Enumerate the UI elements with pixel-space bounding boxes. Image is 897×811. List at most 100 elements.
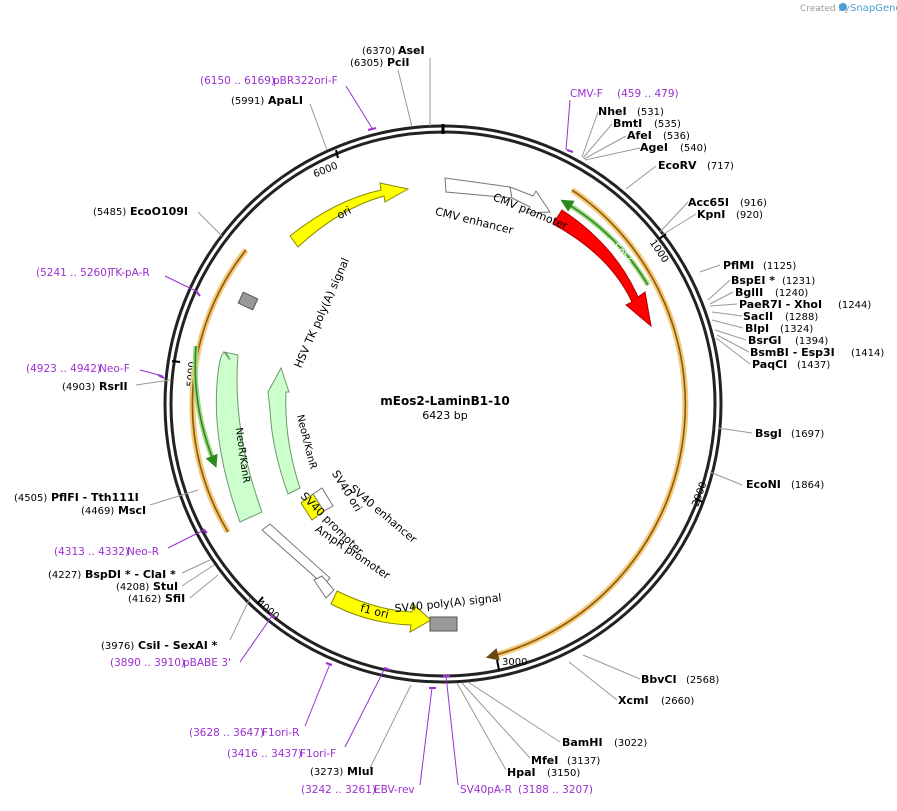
primer-neo-r[interactable]: (4313 .. 4332)Neo-R <box>54 546 159 558</box>
orf-arc-left-line <box>191 249 247 533</box>
svg-text:XcmI: XcmI <box>618 694 649 707</box>
label-sv40-enhancer: SV40 enhancer <box>347 482 420 546</box>
svg-text:BspEI *: BspEI * <box>731 274 775 287</box>
site-pciI[interactable]: (6305)PciI <box>350 56 409 69</box>
svg-text:(459 .. 479): (459 .. 479) <box>617 88 679 100</box>
svg-text:(1231): (1231) <box>782 276 815 287</box>
svg-text:F1ori-F: F1ori-F <box>300 748 336 760</box>
site-mfeI[interactable]: MfeI(3137) <box>531 754 600 767</box>
svg-text:StuI: StuI <box>153 580 178 593</box>
site-kpnI[interactable]: KpnI (920) <box>697 208 763 221</box>
svg-text:(6150 .. 6169): (6150 .. 6169) <box>200 75 275 87</box>
svg-text:EBV-rev: EBV-rev <box>374 784 415 796</box>
plasmid-length: 6423 bp <box>422 409 467 422</box>
primer-tk-pa-r[interactable]: (5241 .. 5260)TK-pA-R <box>36 267 150 279</box>
svg-text:(3022): (3022) <box>614 738 647 749</box>
svg-text:(3242 .. 3261): (3242 .. 3261) <box>301 784 376 796</box>
primer-neo-f[interactable]: (4923 .. 4942)Neo-F <box>26 363 130 375</box>
primer-pbr322ori-f[interactable]: (6150 .. 6169)pBR322ori-F <box>200 75 338 87</box>
credit-brand: SnapGene <box>850 3 897 14</box>
svg-text:PaeR7I - XhoI: PaeR7I - XhoI <box>739 298 822 311</box>
site-ecoNI[interactable]: EcoNI(1864) <box>746 478 824 491</box>
svg-text:(3890 .. 3910): (3890 .. 3910) <box>110 657 185 669</box>
svg-text:(1394): (1394) <box>795 336 828 347</box>
site-mluI[interactable]: (3273)MluI <box>310 765 374 778</box>
site-mscI[interactable]: (4469)MscI <box>81 504 146 517</box>
svg-text:KpnI: KpnI <box>697 208 725 221</box>
primer-cmv-f[interactable]: CMV-F (459 .. 479) <box>570 88 679 100</box>
svg-text:(1437): (1437) <box>797 360 830 371</box>
svg-text:TK-pA-R: TK-pA-R <box>108 267 150 279</box>
site-nheI[interactable]: NheI(531) <box>598 105 664 118</box>
primer-sv40pa-r[interactable]: SV40pA-R(3188 .. 3207) <box>460 784 593 796</box>
svg-text:pBR322ori-F: pBR322ori-F <box>273 75 338 87</box>
site-xcmI[interactable]: XcmI (2660) <box>618 694 694 707</box>
feature-sv40-promoter <box>261 523 331 586</box>
svg-text:(1324): (1324) <box>780 324 813 335</box>
label-cmv-enhancer: CMV enhancer <box>434 205 515 237</box>
svg-text:CMV-F: CMV-F <box>570 88 603 100</box>
svg-text:Acc65I: Acc65I <box>688 196 729 209</box>
site-leaders <box>135 58 753 771</box>
site-sfiI[interactable]: (4162)SfiI <box>128 592 185 605</box>
plasmid-name: mEos2-LaminB1-10 <box>380 394 510 408</box>
label-sv40-polya: SV40 poly(A) signal <box>394 591 502 615</box>
site-bspEI[interactable]: BspEI * (1231) <box>731 274 815 287</box>
svg-text:PflMI: PflMI <box>723 259 754 272</box>
site-ecoRV[interactable]: EcoRV(717) <box>658 159 734 172</box>
orf-inner-left-line <box>194 345 218 468</box>
site-blpI[interactable]: BlpI(1324) <box>745 322 813 335</box>
site-sacII[interactable]: SacII(1288) <box>743 310 818 323</box>
svg-text:(920): (920) <box>736 210 763 221</box>
site-ageI[interactable]: AgeI(540) <box>640 141 707 154</box>
site-csiI-sexAI[interactable]: (3976)CsiI - SexAI * <box>101 639 218 652</box>
svg-text:MluI: MluI <box>347 765 374 778</box>
site-bglII[interactable]: BglII(1240) <box>735 286 808 299</box>
site-bbvCI[interactable]: BbvCI(2568) <box>641 673 719 686</box>
feature-hsv-tk-polya <box>237 291 259 311</box>
svg-text:BmtI: BmtI <box>613 117 642 130</box>
site-stuI[interactable]: (4208)StuI <box>116 580 178 593</box>
site-acc65I[interactable]: Acc65I(916) <box>688 196 767 209</box>
svg-text:BsrGI: BsrGI <box>748 334 781 347</box>
site-hpaI[interactable]: HpaI(3150) <box>507 766 580 779</box>
site-bsmBI-esp3I[interactable]: BsmBI - Esp3I(1414) <box>750 346 884 359</box>
svg-text:(1244): (1244) <box>838 300 871 311</box>
svg-text:BbvCI: BbvCI <box>641 673 677 686</box>
primer-f1ori-r[interactable]: (3628 .. 3647)F1ori-R <box>189 727 299 739</box>
svg-text:SacII: SacII <box>743 310 773 323</box>
site-aseI[interactable]: (6370)AseI <box>362 44 425 57</box>
site-apaLI[interactable]: (5991)ApaLI <box>231 94 303 107</box>
site-ecoO109I[interactable]: (5485)EcoO109I <box>93 205 188 218</box>
site-paqCI[interactable]: PaqCI(1437) <box>752 358 830 371</box>
site-bspDI-claI[interactable]: (4227)BspDI * - ClaI * <box>48 568 176 581</box>
svg-text:(6305): (6305) <box>350 58 383 69</box>
svg-text:NheI: NheI <box>598 105 627 118</box>
svg-text:AgeI: AgeI <box>640 141 668 154</box>
primer-ebv-rev[interactable]: (3242 .. 3261)EBV-rev <box>301 784 415 796</box>
primer-f1ori-f[interactable]: (3416 .. 3437)F1ori-F <box>227 748 336 760</box>
primer-leaders <box>139 85 571 786</box>
svg-text:(1414): (1414) <box>851 348 884 359</box>
site-rsrII[interactable]: (4903)RsrII <box>62 380 128 393</box>
orf-arc-right <box>491 187 689 659</box>
site-bsgI[interactable]: BsgI(1697) <box>755 427 824 440</box>
site-bsrGI[interactable]: BsrGI (1394) <box>748 334 828 347</box>
svg-text:(1864): (1864) <box>791 480 824 491</box>
site-afeI[interactable]: AfeI(536) <box>627 129 690 142</box>
svg-text:AfeI: AfeI <box>627 129 652 142</box>
svg-text:(4313 .. 4332): (4313 .. 4332) <box>54 546 129 558</box>
site-bamHI[interactable]: BamHI(3022) <box>562 736 647 749</box>
site-pflMI[interactable]: PflMI(1125) <box>723 259 796 272</box>
site-bmtI[interactable]: BmtI(535) <box>613 117 681 130</box>
tick-3000: 3000 <box>496 657 527 671</box>
svg-text:BspDI * - ClaI *: BspDI * - ClaI * <box>85 568 176 581</box>
label-hsv-tk-polya: HSV TK poly(A) signal <box>292 256 352 370</box>
svg-text:(5485): (5485) <box>93 207 126 218</box>
site-paeR7I-xhoI[interactable]: PaeR7I - XhoI (1244) <box>739 298 871 311</box>
svg-text:BsgI: BsgI <box>755 427 782 440</box>
svg-text:(2660): (2660) <box>661 696 694 707</box>
svg-text:MscI: MscI <box>118 504 146 517</box>
primer-pbabe3[interactable]: (3890 .. 3910)pBABE 3' <box>110 657 231 669</box>
site-pflFI-tth111I[interactable]: (4505)PflFI - Tth111I <box>14 491 139 504</box>
